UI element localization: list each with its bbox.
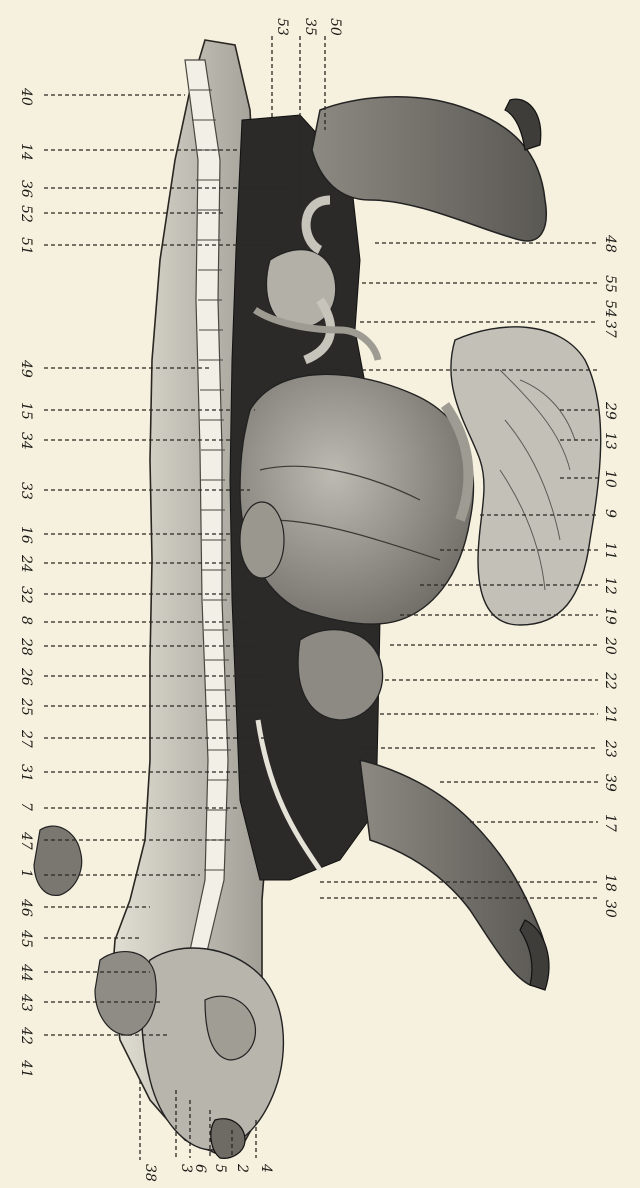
label-5: 5 <box>212 1164 228 1173</box>
label-39: 39 <box>602 774 618 792</box>
label-30: 30 <box>602 900 618 918</box>
label-25: 25 <box>18 697 34 716</box>
label-10: 10 <box>602 470 618 488</box>
brain <box>95 952 156 1036</box>
label-3: 3 <box>178 1164 194 1173</box>
label-42: 42 <box>18 1026 34 1045</box>
label-47: 47 <box>18 831 34 850</box>
label-44: 44 <box>18 963 34 982</box>
label-29: 29 <box>602 401 618 420</box>
label-55: 55 <box>602 275 618 293</box>
label-43: 43 <box>18 993 34 1012</box>
ear <box>34 826 82 895</box>
label-19: 19 <box>602 607 618 625</box>
label-35: 35 <box>302 18 318 36</box>
label-21: 21 <box>602 705 618 724</box>
label-48: 48 <box>602 234 618 253</box>
label-54: 54 <box>602 300 618 318</box>
label-11: 11 <box>602 542 618 560</box>
label-20: 20 <box>602 636 618 655</box>
label-27: 27 <box>18 729 34 748</box>
label-12: 12 <box>602 577 618 595</box>
label-50: 50 <box>327 18 343 36</box>
label-23: 23 <box>602 739 618 758</box>
label-4: 4 <box>258 1163 274 1173</box>
label-33: 33 <box>18 482 34 500</box>
label-13: 13 <box>602 432 618 450</box>
label-34: 34 <box>18 432 34 450</box>
label-2: 2 <box>234 1163 250 1173</box>
label-40: 40 <box>18 87 34 106</box>
label-37: 37 <box>602 320 618 338</box>
liver <box>240 374 473 624</box>
label-45: 45 <box>18 929 34 948</box>
label-7: 7 <box>18 802 34 811</box>
label-28: 28 <box>18 637 34 656</box>
label-8: 8 <box>18 616 34 625</box>
label-24: 24 <box>18 554 34 573</box>
label-18: 18 <box>602 874 618 892</box>
label-1: 1 <box>18 869 34 878</box>
label-46: 46 <box>18 898 34 917</box>
label-36: 36 <box>18 180 34 198</box>
label-14: 14 <box>18 143 34 161</box>
label-52: 52 <box>18 205 34 223</box>
label-38: 38 <box>142 1164 158 1182</box>
fore-limb <box>360 760 547 986</box>
label-26: 26 <box>18 667 34 686</box>
label-53: 53 <box>274 18 290 36</box>
label-16: 16 <box>18 526 34 544</box>
stomach <box>298 630 383 720</box>
label-32: 32 <box>18 586 34 604</box>
kidney <box>240 502 284 578</box>
label-41: 41 <box>18 1059 34 1078</box>
label-9: 9 <box>602 509 618 518</box>
head <box>142 948 284 1150</box>
label-49: 49 <box>18 359 34 378</box>
label-22: 22 <box>602 671 618 690</box>
label-15: 15 <box>18 402 34 420</box>
label-6: 6 <box>192 1164 208 1173</box>
label-51: 51 <box>18 237 34 255</box>
label-17: 17 <box>602 814 618 832</box>
label-31: 31 <box>18 764 34 782</box>
